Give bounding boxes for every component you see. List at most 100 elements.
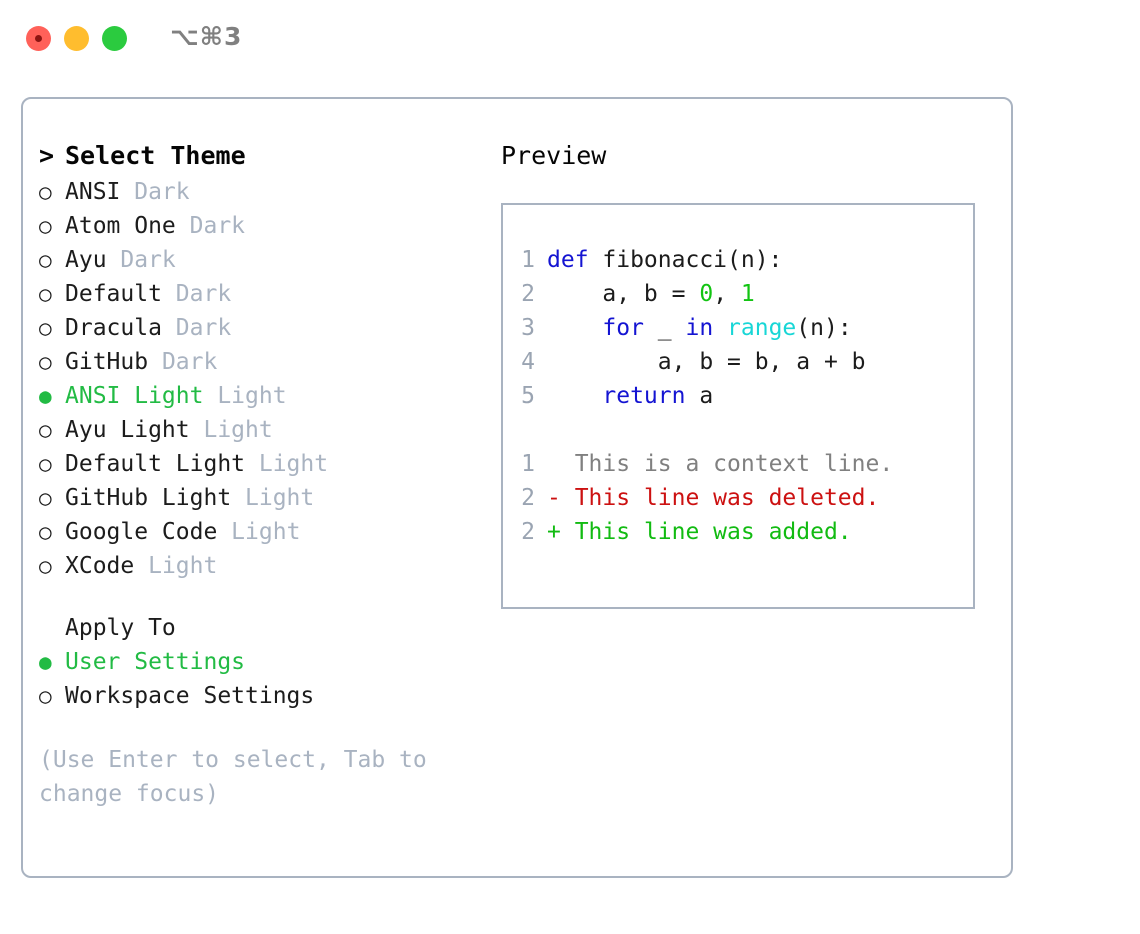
code-token: 0 (699, 281, 714, 307)
theme-list-item[interactable]: ○ Atom One Dark (39, 209, 479, 243)
theme-picker-header-label: Select Theme (65, 141, 246, 170)
prompt-caret-icon: > (39, 141, 70, 170)
theme-name-label: Default Light (65, 451, 246, 477)
theme-list-item[interactable]: ○ANSI Dark (39, 175, 479, 209)
apply-to-label: Workspace Settings (65, 683, 315, 709)
theme-picker-header: > Select Theme (39, 139, 479, 175)
code-line-text: def fibonacci(n): (547, 243, 782, 277)
theme-name-label: Google Code (65, 519, 218, 545)
code-token: _ (643, 315, 686, 341)
maximize-button-icon[interactable] (102, 26, 127, 51)
theme-picker-panel: > Select Theme ○ANSI Dark○Atom One Dark○… (39, 139, 479, 811)
code-token: 1 (740, 281, 755, 307)
window-shortcut-label: ⌥⌘3 (170, 22, 243, 51)
radio-unselected-icon: ○ (39, 684, 52, 708)
theme-list-item[interactable]: ○ Default Dark (39, 277, 479, 311)
theme-list-item[interactable]: ○ Default Light Light (39, 447, 479, 481)
preview-title: Preview (501, 141, 607, 170)
apply-to-list: ●User Settings ○ Workspace Settings (39, 645, 479, 713)
theme-name-label: ANSI (65, 179, 121, 205)
code-line-text: a, b = b, a + b (547, 345, 866, 379)
code-diff-spacer (503, 413, 973, 447)
code-token: def (547, 247, 603, 273)
code-line: 1 def fibonacci(n): (503, 243, 973, 277)
theme-list-item[interactable]: ○GitHub Dark (39, 345, 479, 379)
theme-list-item[interactable]: ○ GitHub Light Light (39, 481, 479, 515)
keyboard-hint-text: (Use Enter to select, Tab to change focu… (39, 747, 441, 807)
theme-list-item[interactable]: ○Google Code Light (39, 515, 479, 549)
code-line: 3 for _ in range(n): (503, 311, 973, 345)
theme-list-item[interactable]: ○Ayu Light Light (39, 413, 479, 447)
diff-line: 2- This line was deleted. (503, 481, 973, 515)
theme-kind-label: Light (203, 383, 287, 409)
diff-line-text: This line was added. (574, 519, 852, 545)
theme-kind-label: Light (217, 519, 301, 545)
code-token: a, b = (547, 281, 700, 307)
theme-kind-label: Light (231, 485, 315, 511)
radio-unselected-icon: ○ (39, 248, 52, 272)
code-line: 2 a, b = 0, 1 (503, 277, 973, 311)
radio-unselected-icon: ○ (39, 486, 52, 510)
theme-name-label: Ayu Light (65, 417, 190, 443)
code-line: 5 return a (503, 379, 973, 413)
theme-kind-label: Dark (148, 349, 218, 375)
theme-kind-label: Dark (161, 281, 232, 307)
diff-marker (547, 447, 575, 481)
line-number: 3 (521, 315, 535, 341)
line-number: 2 (521, 281, 535, 307)
theme-list-item[interactable]: ○Ayu Dark (39, 243, 479, 277)
code-line-text: for _ in range(n): (547, 311, 852, 345)
theme-name-label: XCode (65, 553, 135, 579)
diff-marker: + (547, 519, 575, 545)
line-number: 1 (521, 247, 535, 273)
code-line-text: return a (547, 379, 713, 413)
code-token: (n): (796, 315, 852, 341)
diff-line-text: This is a context line. (574, 451, 894, 477)
theme-list-item[interactable]: ○Dracula Dark (39, 311, 479, 345)
radio-unselected-icon: ○ (39, 452, 52, 476)
diff-line-text: This line was deleted. (574, 485, 880, 511)
code-line-text: a, b = 0, 1 (547, 277, 755, 311)
code-token: fibonacci(n): (602, 247, 783, 273)
code-token (713, 315, 727, 341)
theme-name-label: Atom One (65, 213, 176, 239)
radio-unselected-icon: ○ (39, 316, 52, 340)
theme-kind-label: Dark (106, 247, 176, 273)
radio-unselected-icon: ○ (39, 282, 52, 306)
diff-sample: 1 This is a context line.2- This line wa… (503, 447, 973, 549)
code-token: for (602, 315, 644, 341)
code-token: in (685, 315, 714, 341)
theme-kind-label: Dark (175, 213, 246, 239)
theme-name-label: Dracula (65, 315, 162, 341)
line-number: 4 (521, 349, 535, 375)
diff-line-number: 2 (521, 485, 535, 511)
apply-to-item[interactable]: ○ Workspace Settings (39, 679, 479, 713)
close-button-icon[interactable] (26, 26, 51, 51)
code-token: return (602, 383, 686, 409)
diff-line: 2+ This line was added. (503, 515, 973, 549)
theme-list-item[interactable]: ○XCode Light (39, 549, 479, 583)
traffic-light-group (26, 26, 127, 51)
theme-name-label: Default (65, 281, 162, 307)
apply-to-label: User Settings (65, 649, 246, 675)
code-token: , (713, 281, 741, 307)
theme-name-label: GitHub Light (65, 485, 232, 511)
code-token: a, b = b, a + b (547, 349, 866, 375)
title-bar: ⌥⌘3 (0, 0, 1140, 78)
apply-to-header: Apply To (65, 615, 176, 641)
diff-line: 1 This is a context line. (503, 447, 973, 481)
diff-marker: - (547, 485, 575, 511)
minimize-button-icon[interactable] (64, 26, 89, 51)
code-token: a (685, 383, 714, 409)
theme-kind-label: Light (245, 451, 329, 477)
radio-unselected-icon: ○ (39, 350, 52, 374)
theme-list: ○ANSI Dark○Atom One Dark○Ayu Dark○Defaul… (39, 175, 479, 583)
theme-list-item[interactable]: ●ANSI Light Light (39, 379, 479, 413)
code-token (547, 383, 602, 409)
apply-to-item[interactable]: ●User Settings (39, 645, 479, 679)
radio-unselected-icon: ○ (39, 214, 52, 238)
code-line: 4 a, b = b, a + b (503, 345, 973, 379)
line-number: 5 (521, 383, 535, 409)
